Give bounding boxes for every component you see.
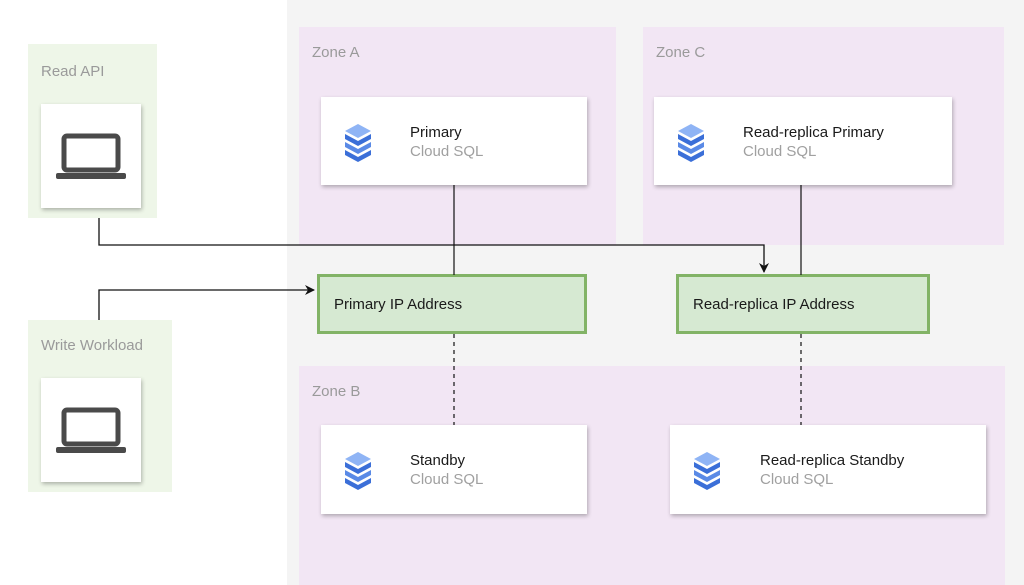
write-workload-label: Write Workload <box>41 337 143 354</box>
cloud-sql-icon <box>678 124 704 162</box>
cloud-sql-icon <box>694 452 720 490</box>
read-api-label: Read API <box>41 63 105 80</box>
replica-standby-type: Cloud SQL <box>760 471 834 488</box>
replica-ip-label: Read-replica IP Address <box>693 295 855 313</box>
replica-primary-instance-card[interactable]: Read-replica Primary Cloud SQL <box>654 97 952 185</box>
read-api-arrow <box>98 218 769 273</box>
replica-primary-type: Cloud SQL <box>743 143 817 160</box>
standby-name: Standby <box>410 452 466 469</box>
replica-ip-address[interactable]: Read-replica IP Address <box>676 274 930 334</box>
cloud-sql-icon <box>345 124 371 162</box>
read-api-device[interactable] <box>41 104 141 208</box>
zone-b-label: Zone B <box>312 383 361 400</box>
laptop-icon <box>56 407 126 453</box>
primary-type: Cloud SQL <box>410 143 484 160</box>
zone-a-label: Zone A <box>312 44 360 61</box>
zone-c-label: Zone C <box>656 44 706 61</box>
write-workload-arrow <box>98 285 315 320</box>
primary-name: Primary <box>410 124 462 141</box>
read-api-client: Read API <box>28 44 157 218</box>
cloud-sql-icon <box>345 452 371 490</box>
write-workload-device[interactable] <box>41 378 141 482</box>
primary-ip-address[interactable]: Primary IP Address <box>317 274 587 334</box>
primary-instance-card[interactable]: Primary Cloud SQL <box>321 97 587 185</box>
laptop-icon <box>56 133 126 179</box>
write-workload-client: Write Workload <box>28 320 172 492</box>
primary-ip-label: Primary IP Address <box>334 295 463 313</box>
standby-type: Cloud SQL <box>410 471 484 488</box>
replica-standby-name: Read-replica Standby <box>760 452 905 469</box>
standby-instance-card[interactable]: Standby Cloud SQL <box>321 425 587 514</box>
replica-primary-name: Read-replica Primary <box>743 124 884 141</box>
replica-standby-instance-card[interactable]: Read-replica Standby Cloud SQL <box>670 425 986 514</box>
